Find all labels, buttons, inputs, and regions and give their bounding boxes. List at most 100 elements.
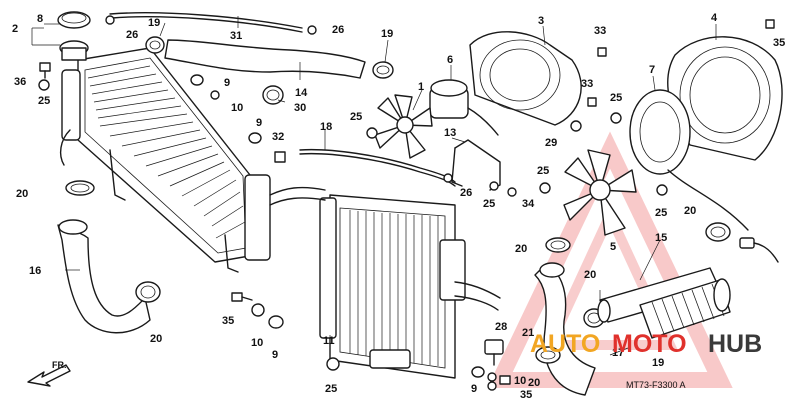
callout-26: 26 bbox=[126, 29, 138, 41]
callout-20: 20 bbox=[584, 269, 596, 281]
callout-22: 25 bbox=[38, 95, 50, 107]
callout-9: 9 bbox=[471, 383, 477, 395]
collar-10c bbox=[487, 372, 497, 382]
callout-29: 29 bbox=[545, 137, 557, 149]
watermark-brand-part3: HUB bbox=[708, 330, 762, 358]
bolt-36 bbox=[39, 62, 51, 79]
grommet-9c bbox=[268, 315, 284, 329]
grommet-9b bbox=[248, 132, 262, 144]
callout-20: 20 bbox=[515, 243, 527, 255]
callout-20: 20 bbox=[528, 377, 540, 389]
front-direction-arrow: FR. bbox=[27, 360, 71, 387]
callout-9: 9 bbox=[224, 77, 230, 89]
callout-16: 17 bbox=[612, 347, 624, 359]
collar-10d bbox=[487, 381, 497, 391]
bolt-26c bbox=[443, 173, 453, 183]
hose-clamp-20a bbox=[65, 180, 95, 196]
collar-10b bbox=[251, 303, 265, 317]
callout-35: 35 bbox=[222, 315, 234, 327]
callout-11: 11 bbox=[323, 335, 335, 347]
watermark-brand-part1: AUTO bbox=[530, 330, 600, 358]
nut-25c bbox=[656, 184, 668, 196]
callout-27: 30 bbox=[294, 102, 306, 114]
callout-25: 25 bbox=[655, 207, 667, 219]
callout-25: 25 bbox=[537, 165, 549, 177]
lower-radiator-hose bbox=[57, 219, 151, 334]
nut-25d bbox=[326, 357, 340, 371]
left-radiator bbox=[59, 47, 271, 273]
washer-29 bbox=[570, 120, 582, 132]
callout-24: 25 bbox=[350, 111, 362, 123]
callout-20: 20 bbox=[150, 333, 162, 345]
callout-25: 25 bbox=[325, 383, 337, 395]
watermark-brand: AUTO MOTO HUB bbox=[530, 330, 762, 358]
bolt-35b bbox=[499, 375, 511, 385]
thermo-switch bbox=[484, 339, 504, 366]
hose-clamp-27 bbox=[262, 85, 284, 105]
callout-36: 36 bbox=[14, 76, 26, 88]
bolt-23 bbox=[489, 181, 499, 191]
callout-2: 2 bbox=[12, 23, 18, 35]
callout-1: 1 bbox=[418, 81, 424, 93]
corrugated-pipe-18 bbox=[639, 278, 731, 339]
callout-12: 13 bbox=[444, 127, 456, 139]
callout-19: 19 bbox=[381, 28, 393, 40]
callout-14: 15 bbox=[655, 232, 667, 244]
collar-10a bbox=[210, 90, 220, 100]
bolt-31 bbox=[274, 151, 286, 163]
callout-13: 14 bbox=[295, 87, 308, 99]
hose-clamp-19b bbox=[372, 61, 394, 79]
callout-6: 6 bbox=[447, 54, 453, 66]
callout-32: 31 bbox=[230, 30, 242, 42]
cooling-fan-left bbox=[374, 94, 433, 159]
callout-5: 5 bbox=[610, 241, 616, 253]
callout-23: 25 bbox=[483, 198, 495, 210]
fan-motor-right bbox=[629, 89, 749, 231]
bolt-30 bbox=[597, 47, 607, 57]
callout-20: 20 bbox=[16, 188, 28, 200]
callout-9: 9 bbox=[272, 349, 278, 361]
hose-clamp-20c bbox=[545, 237, 571, 253]
callout-26: 26 bbox=[460, 187, 472, 199]
nut-25a bbox=[610, 112, 622, 124]
callout-18: 19 bbox=[652, 357, 664, 369]
bolt-35a bbox=[231, 292, 253, 302]
right-radiator-fins bbox=[349, 210, 439, 366]
callout-7: 7 bbox=[649, 64, 655, 76]
diagram-code: MT73-F3300 A bbox=[626, 380, 686, 390]
callout-20: 20 bbox=[684, 205, 696, 217]
callout-21: 21 bbox=[522, 327, 534, 339]
callout-17: 18 bbox=[320, 121, 332, 133]
callout-33: 35 bbox=[773, 37, 785, 49]
callout-26: 26 bbox=[332, 24, 344, 36]
callout-15: 16 bbox=[29, 265, 41, 277]
nut-24 bbox=[366, 127, 378, 139]
watermark-brand-part2: MOTO bbox=[612, 330, 687, 358]
hose-clamp-20d bbox=[535, 346, 561, 364]
callout-28: 28 bbox=[495, 321, 507, 333]
callout-9: 9 bbox=[256, 117, 262, 129]
fan-connector bbox=[739, 237, 779, 263]
callout-labels: 8 2 26 19 31 26 19 36 25 9 10 14 30 9 32… bbox=[12, 12, 785, 401]
callout-19: 19 bbox=[148, 17, 160, 29]
callout-25: 25 bbox=[610, 92, 622, 104]
callout-10: 10 bbox=[251, 337, 263, 349]
callout-8: 8 bbox=[37, 13, 43, 25]
callout-10: 10 bbox=[231, 102, 243, 114]
leader-lines bbox=[31, 16, 717, 356]
fan-motor-left bbox=[429, 79, 499, 136]
callout-4: 4 bbox=[711, 12, 718, 24]
fan-shroud-left bbox=[469, 31, 582, 126]
bolt-33b bbox=[587, 97, 597, 107]
bolt-26b bbox=[307, 25, 317, 35]
callout-10: 10 bbox=[514, 375, 526, 387]
grommet-9d bbox=[471, 366, 485, 378]
hose-clamp-20b bbox=[135, 281, 161, 303]
fasteners bbox=[38, 15, 775, 391]
bolt-33a bbox=[765, 19, 775, 29]
hose-clamp-20f bbox=[705, 222, 731, 242]
callout-34: 34 bbox=[522, 198, 535, 210]
radiator-cap bbox=[57, 11, 91, 61]
cooling-fan-right bbox=[563, 149, 637, 236]
